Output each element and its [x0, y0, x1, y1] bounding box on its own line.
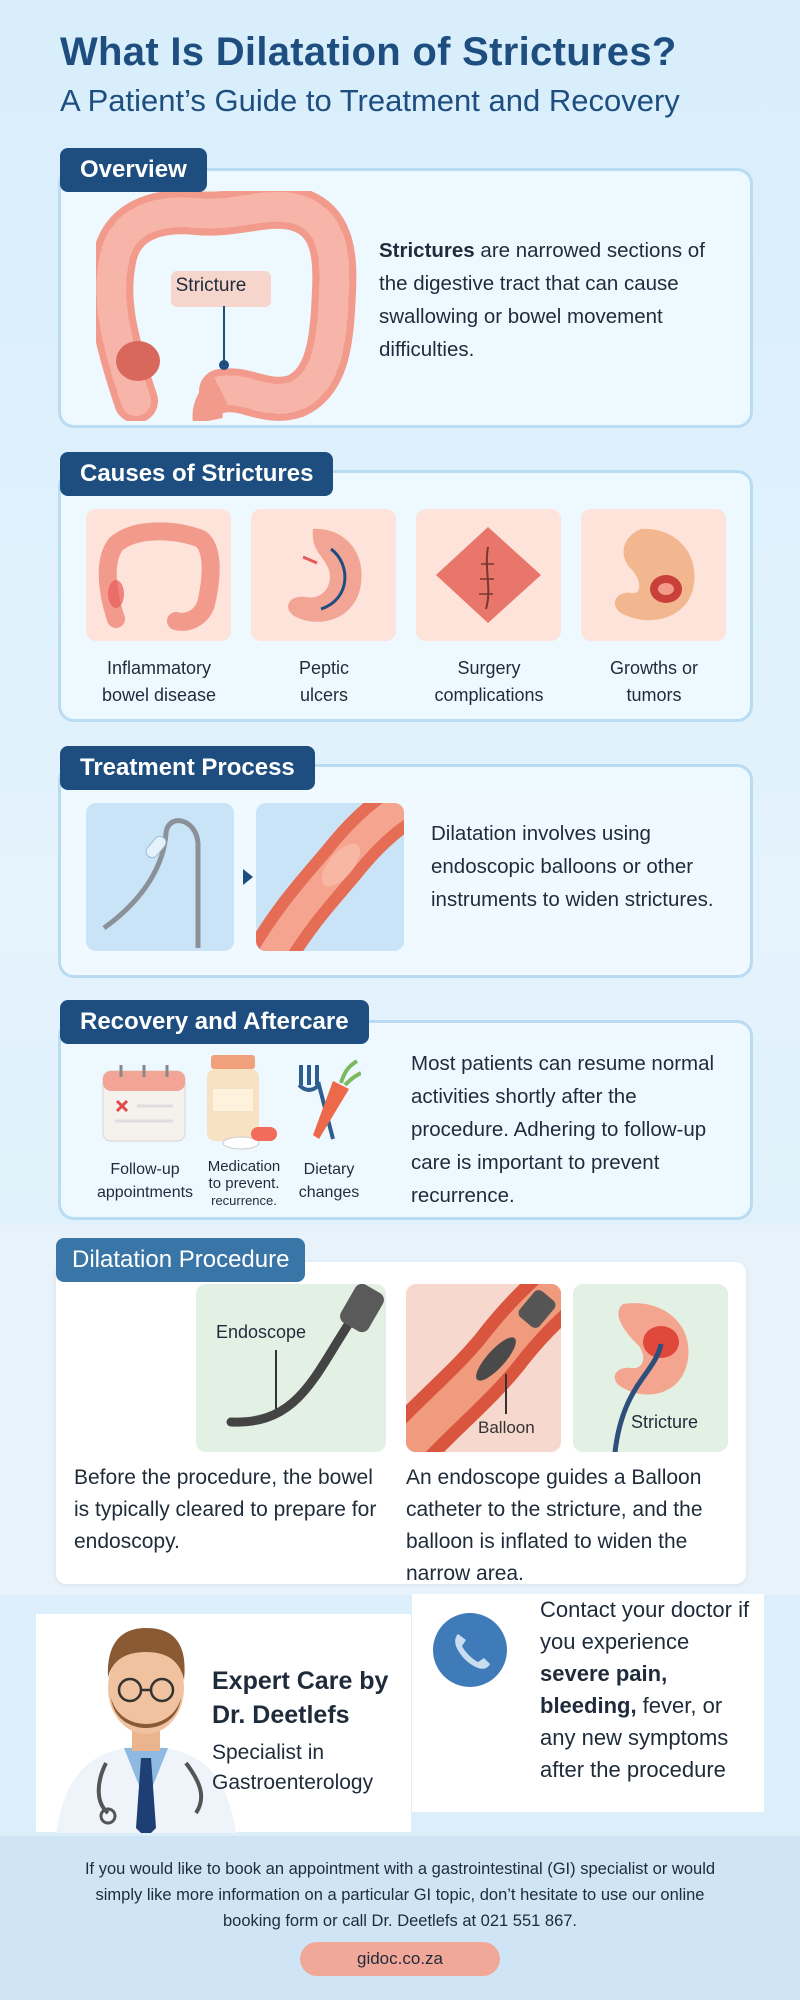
stricture-diagram-tile — [573, 1284, 728, 1452]
procedure-text-before: Before the procedure, the bowel is typic… — [74, 1466, 377, 1553]
cause-surgery-tile — [416, 509, 561, 641]
tab-overview: Overview — [60, 148, 207, 192]
incision-icon — [436, 527, 541, 623]
cause-ulcer-tile — [251, 509, 396, 641]
tab-causes: Causes of Strictures — [60, 452, 334, 496]
stomach-stricture-icon — [612, 1303, 689, 1452]
overview-text-rest: are narrowed sections of the digestive t… — [379, 239, 705, 361]
contact-text-bold: severe pain, bleeding, — [540, 1661, 668, 1718]
recovery-text: Most patients can resume normal activiti… — [411, 1052, 715, 1207]
page-title: What Is Dilatation of Strictures? — [60, 30, 677, 74]
tab-recovery: Recovery and Aftercare — [60, 1000, 369, 1044]
endoscope-label: Endoscope — [216, 1322, 307, 1342]
endoscope-device-icon — [226, 1284, 384, 1427]
procedure-text-during: An endoscope guides a Balloon catheter t… — [406, 1466, 703, 1585]
fork-carrot-icon — [297, 1059, 361, 1140]
treatment-text: Dilatation involves using endoscopic bal… — [431, 822, 714, 911]
endoscope-tile — [86, 803, 234, 951]
balloon-label: Balloon — [478, 1418, 535, 1437]
expert-card: Expert Care by Dr. Deetlefs Specialist i… — [36, 1614, 411, 1833]
expert-title: Expert Care by Dr. Deetlefs — [212, 1667, 389, 1729]
endoscope-diagram-tile — [196, 1284, 386, 1452]
doctor-avatar — [56, 1628, 236, 1833]
stricture-diagram-label: Stricture — [631, 1412, 699, 1432]
overview-panel: Stricture Strictures are narrowed sectio… — [58, 168, 753, 428]
calendar-icon — [102, 1065, 186, 1142]
colon-icon — [98, 522, 220, 631]
balloon-diagram-tile — [406, 1284, 561, 1452]
medication-icon — [207, 1055, 277, 1150]
tab-procedure: Dilatation Procedure — [56, 1238, 306, 1282]
page-subtitle: A Patient’s Guide to Treatment and Recov… — [60, 83, 680, 118]
overview-text: Strictures are narrowed sections of the … — [379, 234, 739, 366]
overview-text-bold: Strictures — [379, 239, 475, 262]
contact-text: Contact your doctor if you experience se… — [540, 1597, 750, 1782]
tumor-icon — [614, 528, 695, 621]
balloon-tile — [256, 803, 404, 951]
endoscope-icon — [102, 818, 201, 948]
colon-illustration — [96, 191, 357, 421]
cause-ibd-tile — [86, 509, 231, 641]
stricture-label: Stricture — [175, 275, 247, 296]
cause-tumor-tile — [581, 509, 726, 641]
balloon-catheter-icon — [406, 1284, 561, 1452]
expert-subtitle: Specialist in Gastroenterology — [212, 1741, 374, 1794]
header: What Is Dilatation of Strictures? A Pati… — [60, 30, 680, 119]
footer: If you would like to book an appointment… — [0, 1836, 800, 2000]
footer-text: If you would like to book an appointment… — [84, 1860, 716, 1930]
tab-treatment: Treatment Process — [60, 746, 315, 790]
procedure-panel: Endoscope Balloon Stricture Before the p… — [56, 1262, 746, 1585]
widened-vessel-icon — [256, 803, 404, 951]
contact-card: Contact your doctor if you experience se… — [412, 1594, 764, 1812]
treatment-panel: Dilatation involves using endoscopic bal… — [58, 764, 753, 978]
arrow-right-icon — [243, 869, 253, 885]
stomach-icon — [288, 528, 362, 622]
phone-icon — [433, 1613, 507, 1687]
website-link[interactable]: gidoc.co.za — [300, 1942, 500, 1976]
